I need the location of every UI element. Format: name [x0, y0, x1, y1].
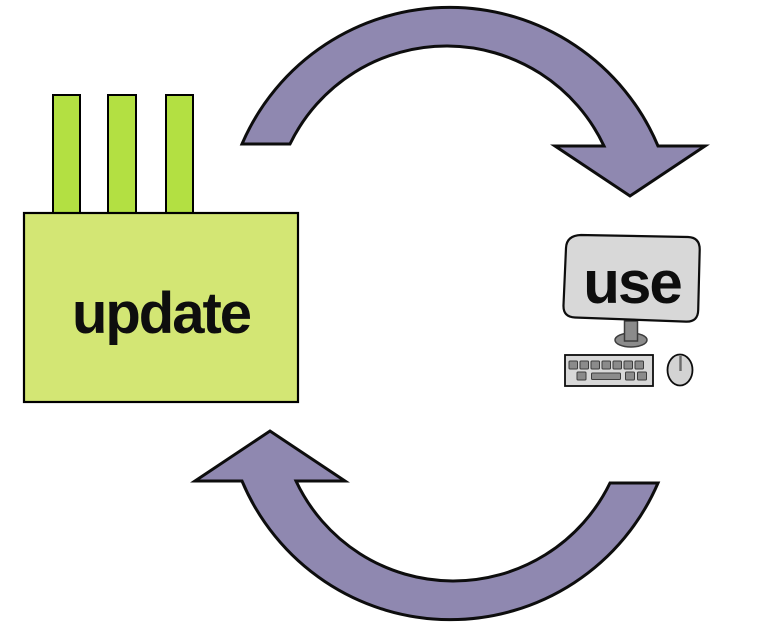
- keyboard-key: [601, 360, 611, 370]
- keyboard-key: [623, 360, 633, 370]
- keyboard-body: [564, 354, 654, 387]
- computer-icon: [562, 233, 701, 387]
- keyboard-key: [634, 360, 644, 370]
- monitor-stand-neck-icon: [623, 320, 639, 342]
- mouse-icon: [666, 353, 694, 387]
- keyboard-key: [612, 360, 622, 370]
- cycle-arrow-bottom-icon: [193, 429, 660, 622]
- chip-pin-middle-icon: [107, 94, 137, 216]
- chip-pin-right-icon: [165, 94, 194, 216]
- keyboard-key: [568, 360, 578, 370]
- keyboard-icon: [564, 354, 654, 387]
- keyboard-spacebar: [591, 372, 621, 380]
- chip-body: [22, 211, 300, 404]
- keyboard-key: [590, 360, 600, 370]
- keyboard-key: [625, 371, 635, 381]
- keyboard-key: [579, 360, 589, 370]
- keyboard-key: [637, 371, 647, 381]
- chip-icon: [22, 94, 300, 404]
- monitor-icon: [562, 233, 701, 323]
- cycle-arrow-top-icon: [240, 5, 707, 198]
- chip-pin-left-icon: [52, 94, 81, 216]
- keyboard-key: [576, 371, 587, 381]
